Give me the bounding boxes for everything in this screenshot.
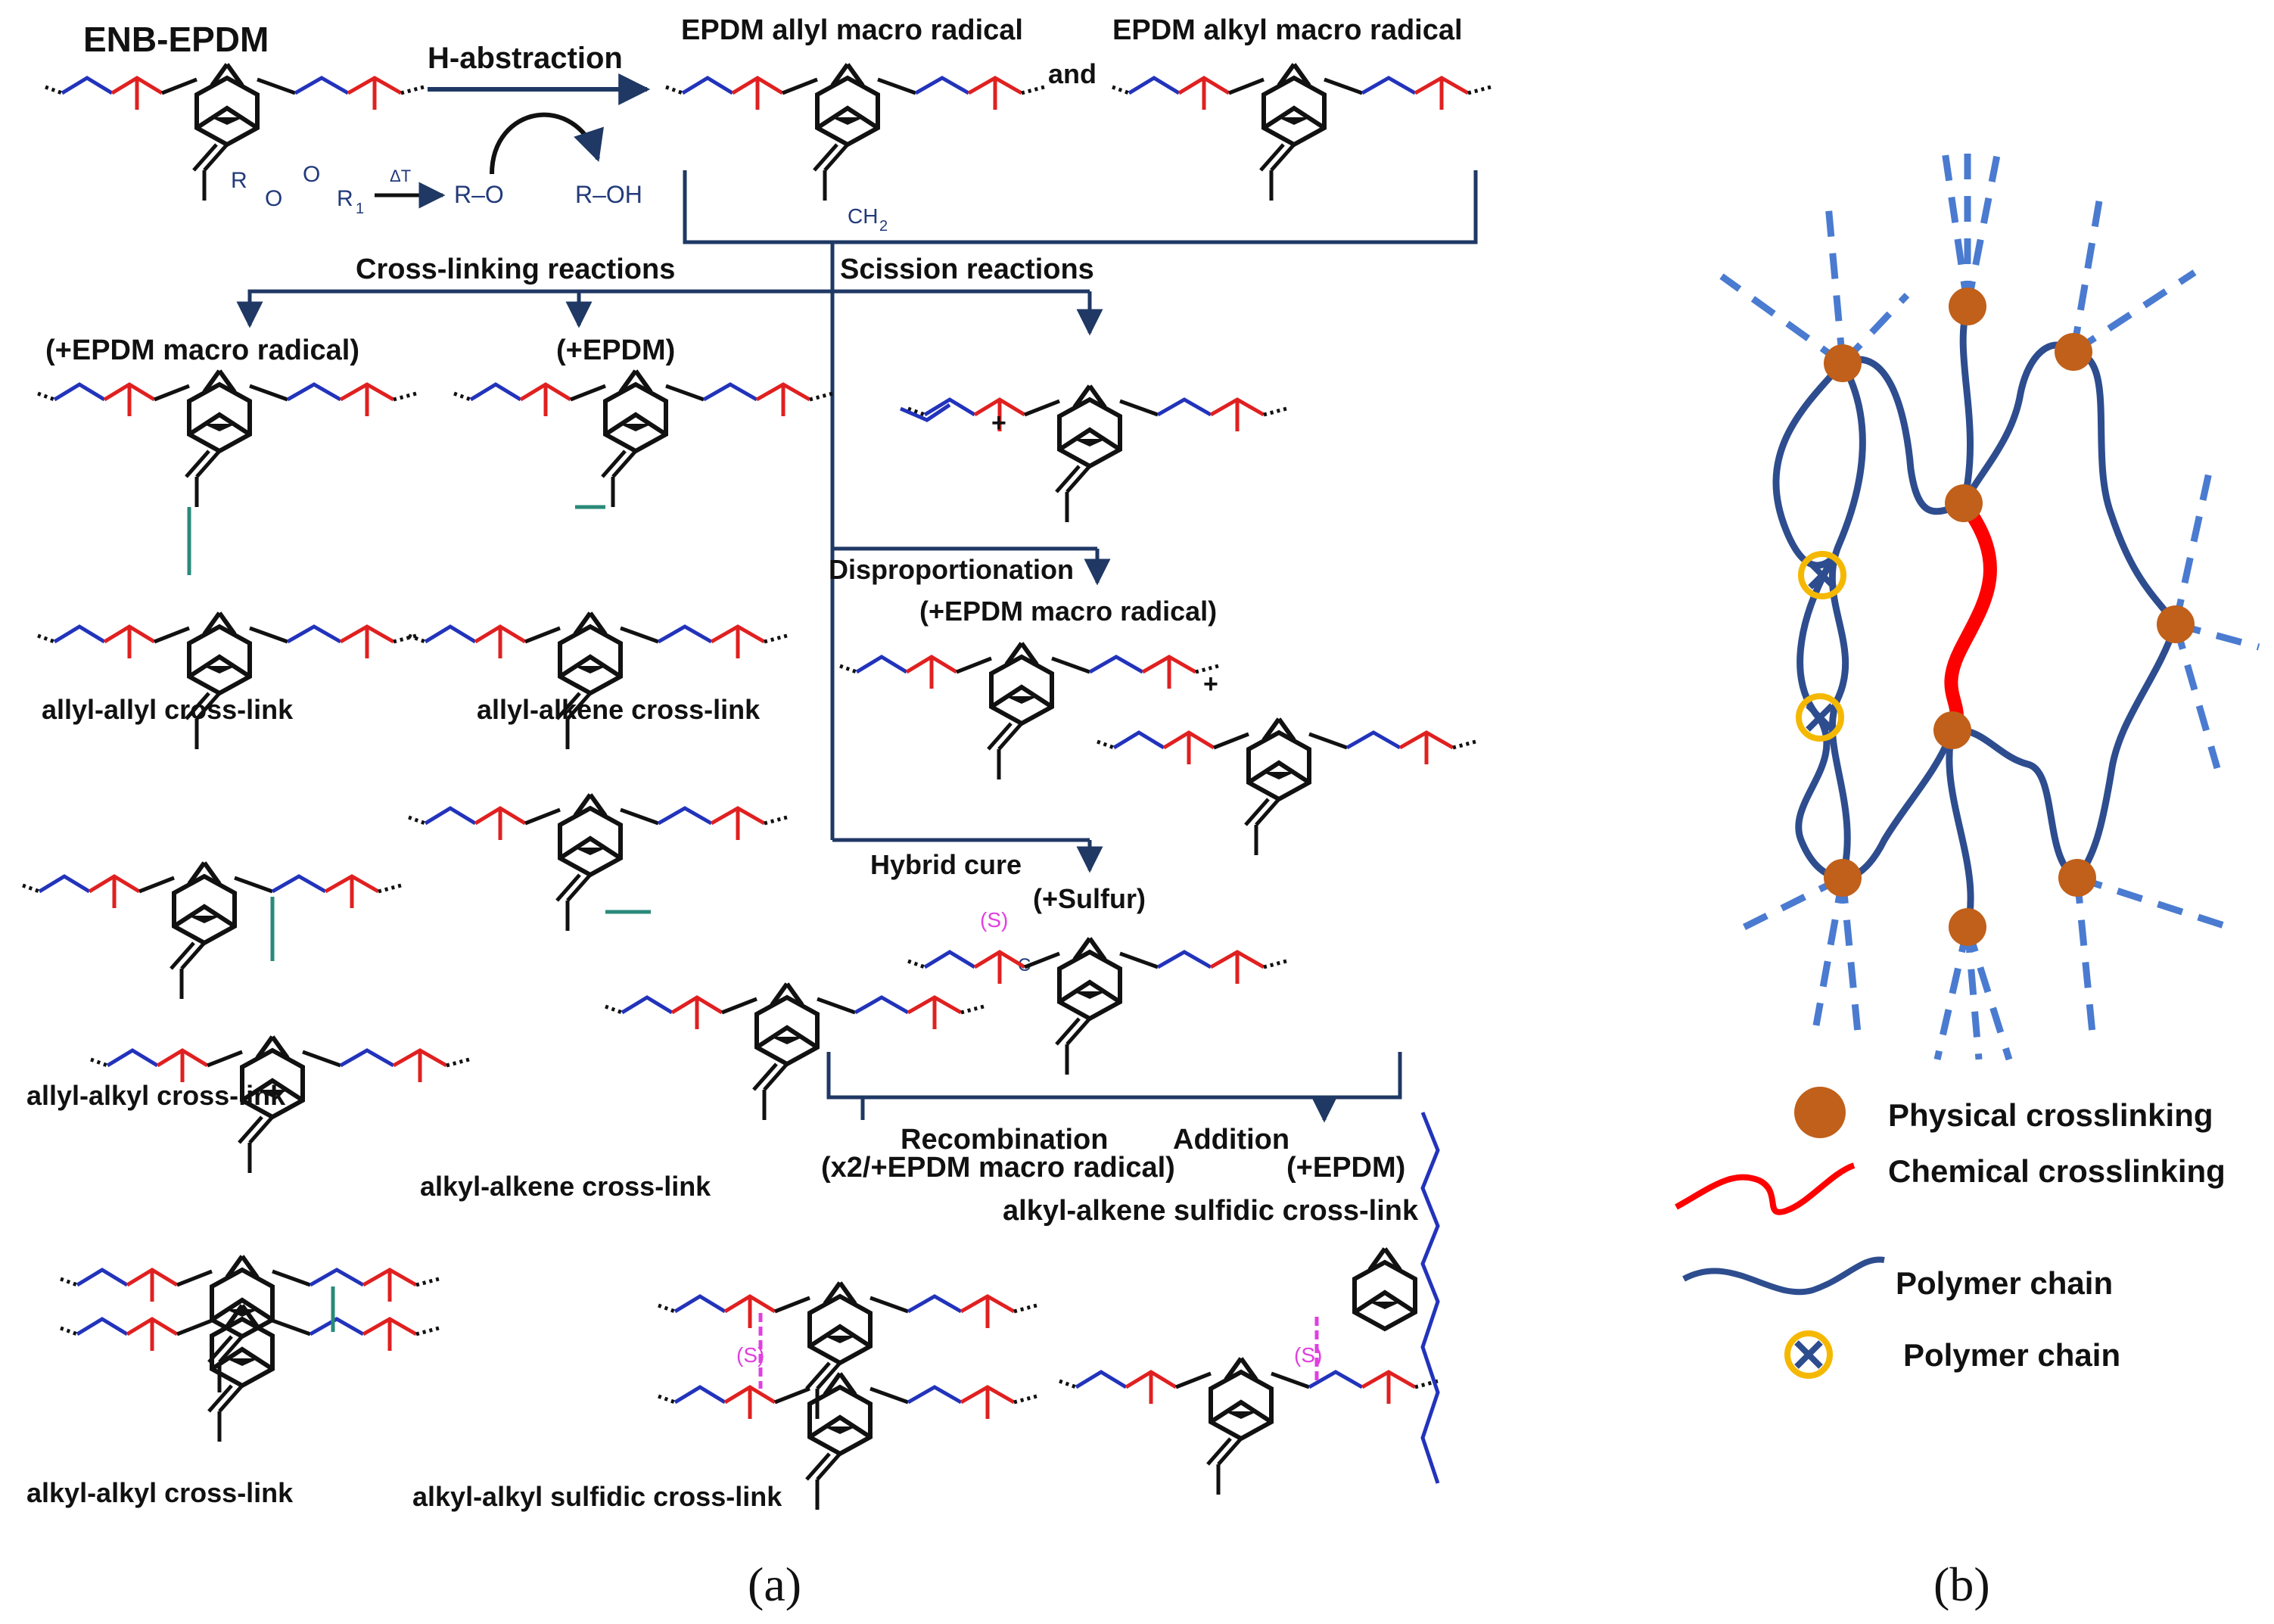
disp-plus: +: [1203, 670, 1218, 698]
svg-text:R: R: [337, 186, 353, 211]
peroxide-reaction: R O O R 1 ΔT R–O R–OH: [231, 162, 642, 217]
hybrid-sulfur-group: (S): [980, 908, 1008, 932]
alkyl-alkyl-bottom: [61, 1305, 439, 1442]
legend-polymer-label: Polymer chain: [1896, 1265, 2113, 1301]
addition-sulfur-group: (S): [1294, 1343, 1322, 1367]
entanglement-markers: [1796, 551, 1846, 742]
orange-dot-icon: [1794, 1087, 1846, 1138]
and-label: and: [1048, 58, 1097, 89]
addition-ring: [1355, 1249, 1415, 1329]
allyl-alkene-bottom: [409, 613, 787, 749]
chemical-crosslink: [1944, 496, 1997, 737]
dashed-bonds: [1719, 151, 2260, 1061]
addition-vertical-chain: [1420, 1112, 1440, 1484]
crossed-circle-icon: [1784, 1330, 1833, 1379]
recombination-label: Recombination: [901, 1124, 1108, 1156]
alkyl-alkene-label: alkyl-alkene cross-link: [420, 1171, 711, 1202]
allyl-alkene-top: [454, 371, 832, 507]
addition-plus-epdm-label: (+EPDM): [1286, 1152, 1405, 1184]
plus-epdm-label: (+EPDM): [556, 334, 675, 366]
crosslinking-reactions-label: Cross-linking reactions: [356, 254, 675, 285]
scission-structure: [908, 386, 1286, 522]
alkyl-alkene-top: [409, 795, 787, 931]
legend-polymer-label-2: Polymer chain: [1903, 1337, 2120, 1373]
hybrid-cure-structure: [908, 938, 1286, 1075]
svg-text:1: 1: [356, 201, 364, 217]
svg-text:ΔT: ΔT: [390, 166, 411, 185]
allyl-alkene-label: allyl-alkene cross-link: [477, 694, 761, 725]
disproportionation-label: Disproportionation: [829, 554, 1074, 585]
plus-epdm-macro-radical-label: (+EPDM macro radical): [45, 334, 359, 366]
svg-text:R–O: R–O: [454, 181, 504, 208]
hybrid-cure-label: Hybrid cure: [870, 849, 1022, 880]
addition-product: [1059, 1358, 1438, 1495]
allyl-radical-structure: [666, 64, 1044, 201]
polymer-chains: [1772, 305, 2179, 929]
svg-text:R: R: [231, 168, 247, 193]
panel-a: ENB-EPDM H-abstraction R O O R 1 ΔT R–O …: [23, 14, 1491, 1611]
plus-sulfur-label: (+Sulfur): [1033, 883, 1146, 914]
alkyl-alkyl-label: alkyl-alkyl cross-link: [26, 1477, 294, 1508]
svg-text:2: 2: [879, 218, 888, 235]
disproportionation-product-2: [1097, 719, 1476, 855]
enb-epdm-title: ENB-EPDM: [83, 20, 269, 59]
alkyl-radical-structure: [1112, 64, 1491, 201]
alkyl-macro-radical-label: EPDM alkyl macro radical: [1112, 14, 1463, 46]
legend-chemical-label: Chemical crosslinking: [1888, 1153, 2226, 1189]
svg-text:O: O: [303, 162, 320, 187]
panel-b: Physical crosslinking Chemical crosslink…: [1675, 151, 2260, 1611]
caption-a: (a): [748, 1557, 801, 1611]
scission-plus: +: [991, 409, 1006, 437]
alkyl-alkene-sulfidic-label: alkyl-alkene sulfidic cross-link: [1003, 1195, 1419, 1227]
svg-text:R–OH: R–OH: [575, 181, 642, 208]
allyl-allyl-top: [38, 371, 416, 507]
h-abstraction-label: H-abstraction: [428, 42, 623, 75]
hybrid-bracket: [826, 1052, 1402, 1100]
radicals-bracket: [683, 170, 1478, 244]
caption-b: (b): [1933, 1557, 1990, 1611]
alkyl-alkene-bottom: [605, 984, 984, 1120]
scission-reactions-label: Scission reactions: [840, 254, 1094, 285]
ch2-label: CH: [848, 204, 878, 228]
addition-label: Addition: [1173, 1124, 1289, 1156]
allyl-alkyl-label: allyl-alkyl cross-link: [26, 1080, 286, 1111]
allyl-allyl-label: allyl-allyl cross-link: [42, 694, 294, 725]
alkyl-alkyl-sulfidic-label: alkyl-alkyl sulfidic cross-link: [412, 1481, 782, 1512]
allyl-allyl-bottom: [38, 613, 416, 749]
blue-wave-icon: [1682, 1256, 1885, 1296]
disproportionation-product-1: [840, 643, 1218, 779]
x2-macro-radical-label: (x2/+EPDM macro radical): [821, 1152, 1175, 1184]
physical-crosslink-dots: [1824, 288, 2195, 946]
recombination-sulfur-group: (S): [736, 1343, 764, 1367]
svg-text:O: O: [265, 186, 282, 211]
allyl-alkyl-top: [23, 863, 401, 999]
legend-physical-label: Physical crosslinking: [1888, 1097, 2213, 1133]
red-wave-icon: [1675, 1162, 1856, 1215]
curved-arrow: [490, 112, 604, 175]
allyl-macro-radical-label: EPDM allyl macro radical: [681, 14, 1023, 46]
disp-macro-radical-label: (+EPDM macro radical): [919, 596, 1217, 627]
legend: Physical crosslinking Chemical crosslink…: [1675, 1087, 2226, 1379]
